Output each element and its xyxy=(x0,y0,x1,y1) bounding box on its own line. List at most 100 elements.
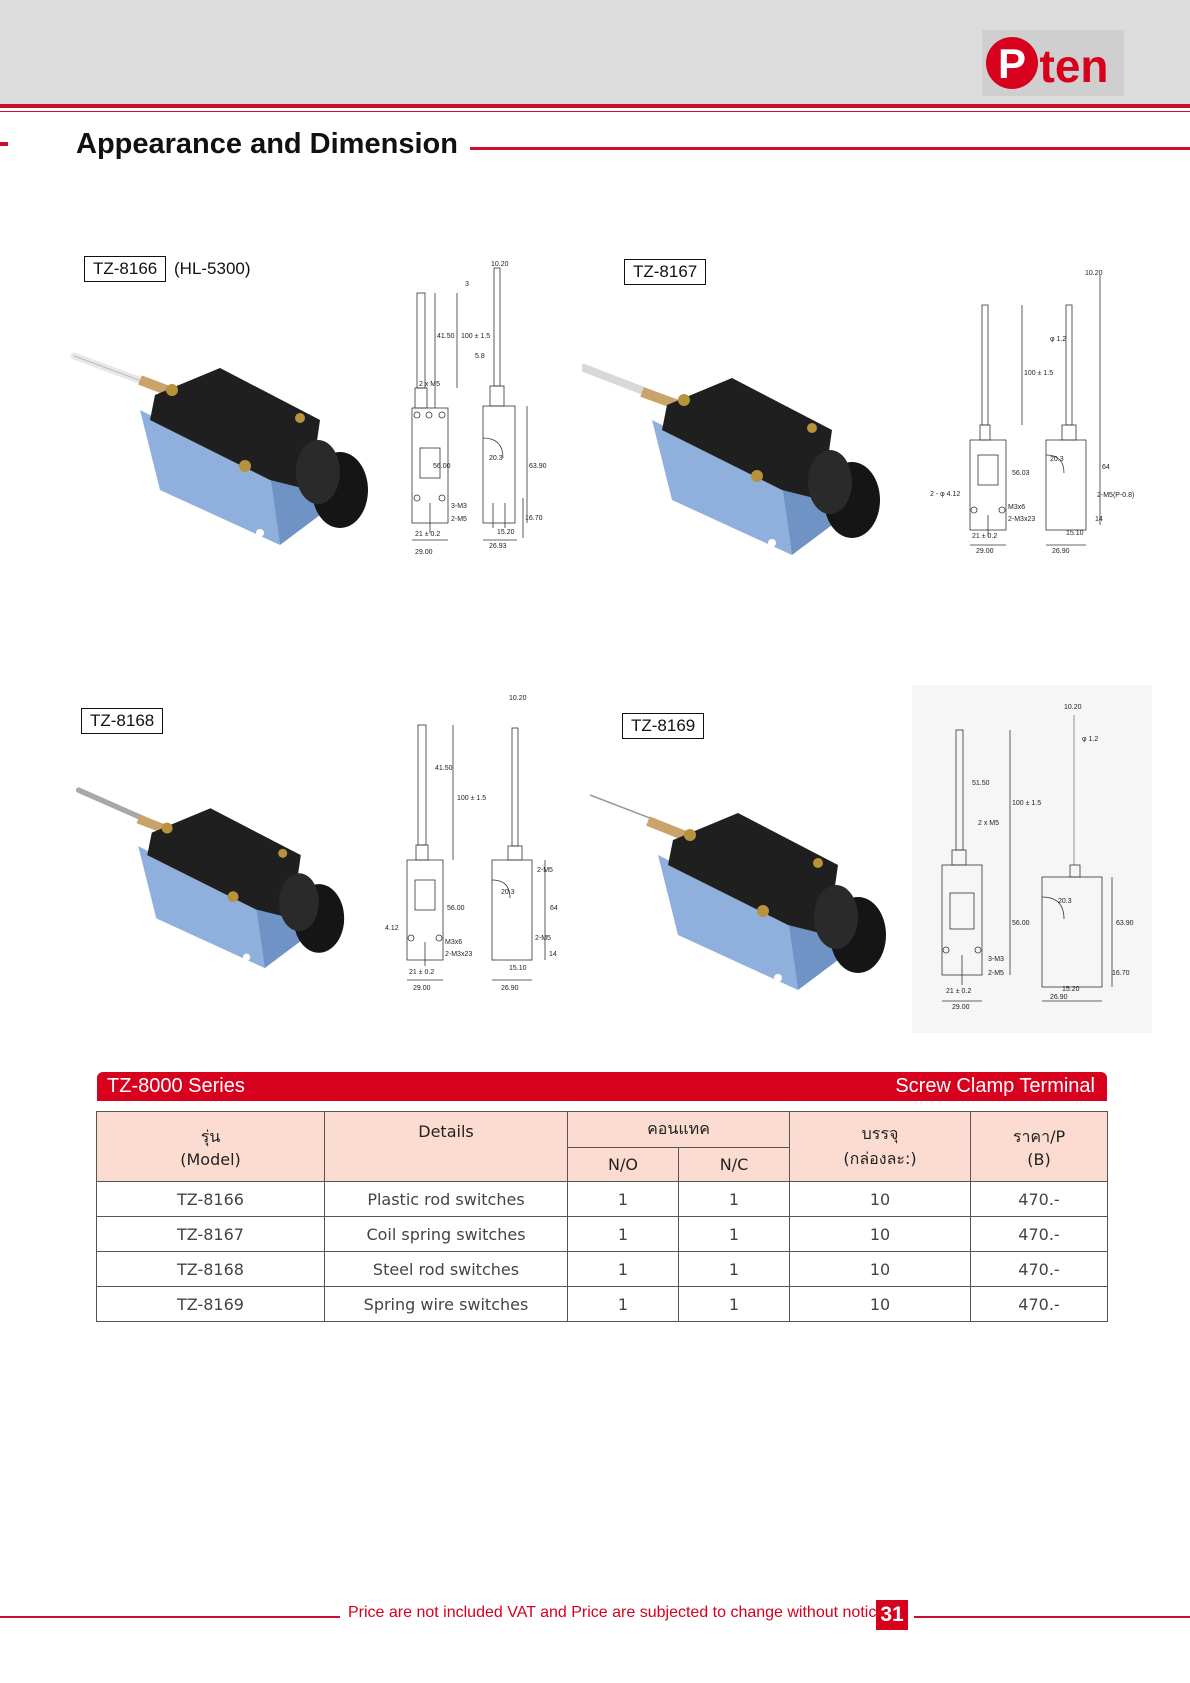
cell-nc: 1 xyxy=(678,1181,790,1217)
svg-text:5.8: 5.8 xyxy=(475,353,485,360)
svg-text:26.93: 26.93 xyxy=(489,543,507,550)
header-model: รุ่น (Model) xyxy=(96,1111,325,1182)
product-image-tz-8167 xyxy=(582,364,880,555)
svg-text:15.20: 15.20 xyxy=(1062,986,1080,993)
cell-price: 470.- xyxy=(970,1181,1108,1217)
svg-text:ten: ten xyxy=(1040,40,1109,92)
header-rule xyxy=(0,104,1190,108)
svg-text:16.70: 16.70 xyxy=(1112,970,1130,977)
header-no: N/O xyxy=(567,1147,679,1182)
svg-text:51.50: 51.50 xyxy=(972,780,990,787)
cell-price: 470.- xyxy=(970,1216,1108,1252)
cell-details: Spring wire switches xyxy=(324,1286,568,1322)
svg-text:29.00: 29.00 xyxy=(413,985,431,992)
svg-text:10.20: 10.20 xyxy=(1064,704,1082,711)
header-nc: N/C xyxy=(678,1147,790,1182)
svg-text:φ 1.2: φ 1.2 xyxy=(1082,736,1098,743)
spec-table: รุ่น (Model) Details คอนแทค บรรจุ (กล่อง… xyxy=(96,1111,1108,1322)
svg-text:21 ± 0.2: 21 ± 0.2 xyxy=(415,531,440,538)
svg-text:10.20: 10.20 xyxy=(1085,270,1103,277)
svg-text:21 ± 0.2: 21 ± 0.2 xyxy=(946,988,971,995)
cell-model: TZ-8169 xyxy=(96,1286,325,1322)
cell-nc: 1 xyxy=(678,1216,790,1252)
svg-text:20.3: 20.3 xyxy=(501,889,515,896)
dimension-drawing-tz-8169: 10.20 φ 1.2 51.50 100 ± 1.5 2 x M5 56.00… xyxy=(912,685,1152,1033)
svg-text:3-M3: 3-M3 xyxy=(451,503,467,510)
svg-text:56.00: 56.00 xyxy=(447,905,465,912)
series-name: TZ-8000 Series xyxy=(107,1075,245,1097)
footer-notice: Price are not included VAT and Price are… xyxy=(348,1604,890,1621)
svg-text:3: 3 xyxy=(465,281,469,288)
svg-text:41.50: 41.50 xyxy=(437,333,455,340)
svg-text:20.3: 20.3 xyxy=(489,455,503,462)
svg-text:4.12: 4.12 xyxy=(385,925,399,932)
svg-text:2-M5: 2-M5 xyxy=(537,867,553,874)
svg-text:2-M5: 2-M5 xyxy=(451,516,467,523)
cell-pack: 10 xyxy=(789,1286,971,1322)
svg-text:15.20: 15.20 xyxy=(497,529,515,536)
cell-details: Coil spring switches xyxy=(324,1216,568,1252)
label-tz-8168: TZ-8168 xyxy=(81,708,164,734)
svg-text:14: 14 xyxy=(1095,516,1103,523)
title-rule xyxy=(470,147,1190,150)
label-tz-8167: TZ-8167 xyxy=(624,259,707,285)
svg-text:20.3: 20.3 xyxy=(1050,456,1064,463)
svg-text:41.50: 41.50 xyxy=(435,765,453,772)
svg-text:56.00: 56.00 xyxy=(433,463,451,470)
svg-text:15.10: 15.10 xyxy=(509,965,527,972)
label-tz-8169: TZ-8169 xyxy=(622,713,705,739)
cell-model: TZ-8167 xyxy=(96,1216,325,1252)
svg-text:2-M3x23: 2-M3x23 xyxy=(1008,516,1035,523)
svg-text:100 ± 1.5: 100 ± 1.5 xyxy=(461,333,490,340)
svg-text:2-M5: 2-M5 xyxy=(988,970,1004,977)
svg-text:100 ± 1.5: 100 ± 1.5 xyxy=(1024,370,1053,377)
svg-text:64: 64 xyxy=(550,905,558,912)
header-details: Details xyxy=(324,1111,568,1182)
svg-text:29.00: 29.00 xyxy=(976,548,994,555)
svg-text:M3x6: M3x6 xyxy=(445,939,462,946)
cell-no: 1 xyxy=(567,1251,679,1287)
cell-nc: 1 xyxy=(678,1251,790,1287)
dimension-drawing-tz-8168: 10.20 41.50 100 ± 1.5 56.00 20.3 64 2-M5… xyxy=(385,695,558,992)
footer-rule-left xyxy=(0,1616,340,1618)
svg-text:21 ± 0.2: 21 ± 0.2 xyxy=(409,969,434,976)
svg-text:26.90: 26.90 xyxy=(501,985,519,992)
cell-no: 1 xyxy=(567,1181,679,1217)
svg-text:100 ± 1.5: 100 ± 1.5 xyxy=(1012,800,1041,807)
svg-text:P: P xyxy=(998,40,1026,87)
header-pack: บรรจุ (กล่องละ:) xyxy=(789,1111,971,1182)
brand-logo: P ten xyxy=(982,30,1124,96)
svg-text:56.03: 56.03 xyxy=(1012,470,1030,477)
svg-text:2-M5(P-0.8): 2-M5(P-0.8) xyxy=(1097,492,1134,499)
series-banner: TZ-8000 Series Screw Clamp Terminal xyxy=(97,1072,1107,1101)
cell-pack: 10 xyxy=(789,1181,971,1217)
cell-model: TZ-8168 xyxy=(96,1251,325,1287)
page-number: 31 xyxy=(876,1600,908,1630)
svg-text:M3x6: M3x6 xyxy=(1008,504,1025,511)
svg-text:2-M5: 2-M5 xyxy=(535,935,551,942)
svg-text:26.90: 26.90 xyxy=(1050,994,1068,1001)
product-image-tz-8166 xyxy=(70,352,368,545)
page-title: Appearance and Dimension xyxy=(76,128,458,160)
cell-price: 470.- xyxy=(970,1251,1108,1287)
svg-text:10.20: 10.20 xyxy=(491,261,509,268)
cell-no: 1 xyxy=(567,1216,679,1252)
svg-text:φ 1.2: φ 1.2 xyxy=(1050,336,1066,343)
header-contact: คอนแทค xyxy=(567,1111,790,1148)
label-tz-8166-alt: (HL-5300) xyxy=(174,259,251,278)
svg-text:63.90: 63.90 xyxy=(1116,920,1134,927)
cell-nc: 1 xyxy=(678,1286,790,1322)
cell-model: TZ-8166 xyxy=(96,1181,325,1217)
svg-text:16.70: 16.70 xyxy=(525,515,543,522)
header-price: ราคา/P (B) xyxy=(970,1111,1108,1182)
svg-text:15.10: 15.10 xyxy=(1066,530,1084,537)
svg-text:20.3: 20.3 xyxy=(1058,898,1072,905)
cell-no: 1 xyxy=(567,1286,679,1322)
svg-text:29.00: 29.00 xyxy=(415,549,433,556)
series-terminal: Screw Clamp Terminal xyxy=(895,1075,1095,1097)
footer-rule-right xyxy=(914,1616,1190,1618)
svg-text:2-M3x23: 2-M3x23 xyxy=(445,951,472,958)
